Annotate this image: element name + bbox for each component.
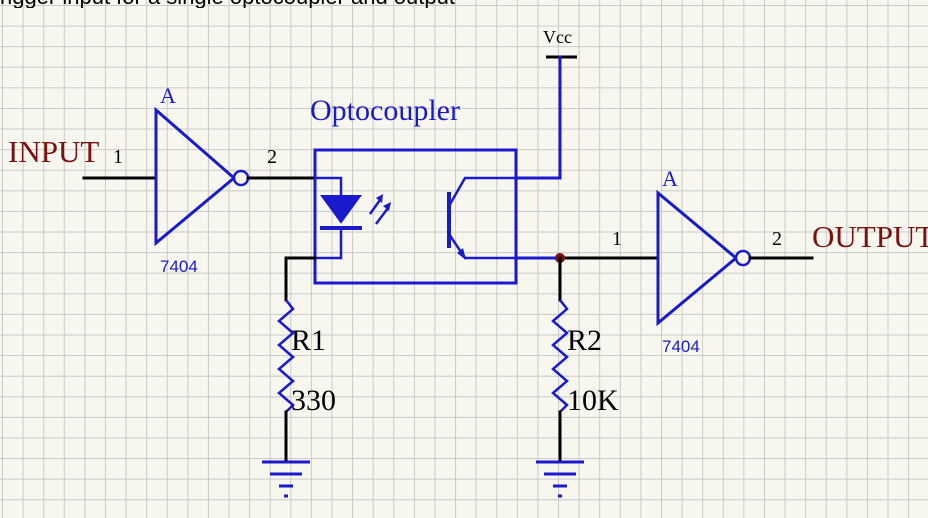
gate2-pin-in-label: 1 [612,228,622,250]
optocoupler-label: Optocoupler [310,94,460,127]
led-diode [315,176,362,260]
r2-resistor [551,299,569,413]
r1-top-wire [284,256,317,302]
r1-name-label: R1 [291,324,326,357]
top-caption-fragment: rigger input for a single optocoupler an… [0,0,928,8]
gate2-pin-out-label: 2 [772,228,782,250]
ground-icon-2 [536,460,584,498]
gate2-bubble [734,249,752,267]
input-label: INPUT [8,134,99,169]
phototransistor [447,176,516,260]
r2-value-label: 10K [567,384,619,417]
vcc-label: Vcc [543,27,572,47]
light-emission-arrows-icon [368,194,391,225]
r1-resistor [277,299,295,413]
gate2-unit-label: A [662,166,678,191]
gate1-bubble [232,169,250,187]
ground-icon-1 [262,460,310,498]
gate1-triangle [154,106,237,247]
output-label: OUTPUT [812,219,928,254]
r2-name-label: R2 [567,324,602,357]
gate2-triangle [656,189,739,327]
inverter-gate-1 [154,106,250,247]
vcc-wire [514,55,562,180]
gate1-unit-label: A [160,83,176,108]
inverter-gate-2 [656,189,752,327]
gate1-part-label: 7404 [160,257,198,276]
gate1-pin-in-label: 1 [113,146,123,168]
gate2-part-label: 7404 [662,337,700,356]
optocoupler-box [313,148,518,285]
gate1-pin-out-label: 2 [267,146,277,168]
r1-value-label: 330 [291,384,336,417]
